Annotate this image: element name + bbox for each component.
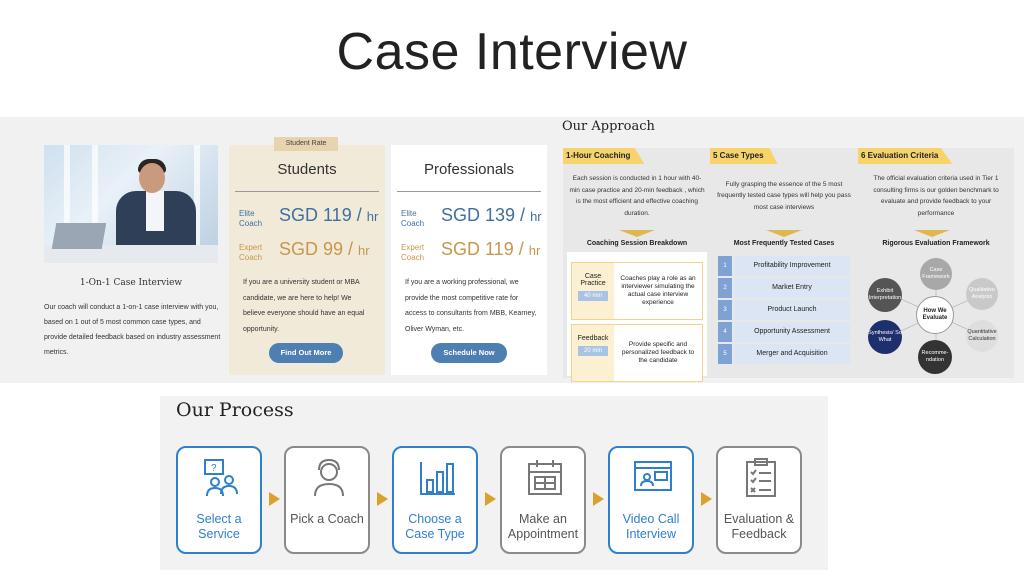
students-title: Students [277,161,337,178]
step-label: Evaluation & Feedback [723,512,795,541]
expert-coach-label: Expert Coach [401,243,425,262]
step-evaluation-feedback[interactable]: Evaluation & Feedback [716,446,802,554]
svg-text:?: ? [211,463,217,474]
divider [397,191,541,192]
elite-rate-row: Elite Coach SGD 119 / hr [239,205,385,235]
case-types-heading: Most Frequently Tested Cases [733,240,835,247]
calendar-icon [528,460,562,495]
coaching-heading: Coaching Session Breakdown [586,240,688,247]
evaluation-framework: Case Framework Qualitative Analysis Quan… [862,252,1010,376]
step-label: Select a Service [196,512,242,541]
process-title: Our Process [176,399,294,421]
process-section: Our Process ? Select a Service Pick a Co… [160,396,828,570]
professionals-description: If you are a working professional, we pr… [405,279,537,333]
down-arrow-icon [914,230,950,237]
step-video-call[interactable]: Video Call Interview [608,446,694,554]
step-choose-case-type[interactable]: Choose a Case Type [392,446,478,554]
framework-node: Exhibit Interpretation [868,278,902,312]
arrow-right-icon [593,492,604,506]
case-types-intro: Fully grasping the essence of the 5 most… [717,180,851,211]
bar-chart-icon [420,462,455,495]
case-types-tab: 5 Case Types [710,148,778,164]
elite-coach-label: Elite Coach [401,209,425,228]
expert-rate-row: Expert Coach SGD 99 / hr [239,239,385,269]
coach-icon [314,458,344,497]
expert-coach-label: Expert Coach [239,243,263,262]
feedback-row: Feedback 20 min Provide specific and pers… [571,324,703,382]
page-title: Case Interview [336,23,688,81]
expert-rate-row: Expert Coach SGD 119 / hr [401,239,547,269]
elite-coach-label: Elite Coach [239,209,263,228]
framework-node: Case Framework [920,258,952,290]
coaching-column: 1-Hour Coaching Each session is conducte… [563,148,711,382]
coaching-intro: Each session is conducted in 1 hour with… [569,175,705,217]
find-out-more-button[interactable]: Find Out More [269,343,343,363]
framework-node: Quantitative Calculation [966,320,998,352]
criteria-column: 6 Evaluation Criteria The official evalu… [858,148,1014,378]
criteria-heading: Rigorous Evaluation Framework [882,240,990,247]
students-description: If you are a university student or MBA c… [243,279,365,333]
step-make-appointment[interactable]: Make an Appointment [500,446,586,554]
framework-node: Qualitative Analysis [966,278,998,310]
schedule-now-button[interactable]: Schedule Now [431,343,507,363]
criteria-intro: The official evaluation criteria used in… [873,175,999,217]
select-service-icon: ? [204,459,238,497]
minutes-badge: 40 min [578,291,608,301]
step-label: Video Call Interview [622,512,680,541]
divider [235,191,379,192]
case-card-title: 1-On-1 Case Interview [79,278,183,288]
arrow-right-icon [701,492,712,506]
case-types-column: 5 Case Types Fully grasping the essence … [710,148,858,378]
minutes-badge: 20 min [578,346,608,356]
down-arrow-icon [619,230,655,237]
framework-node: Synthesis/ So What [868,320,902,354]
elite-rate-row: Elite Coach SGD 139 / hr [401,205,547,235]
professionals-pricing-card: Professionals Elite Coach SGD 139 / hr E… [391,145,547,375]
approach-title: Our Approach [562,119,655,134]
coach-photo [44,145,218,263]
expert-price: SGD 99 / hr [279,239,370,259]
step-pick-coach[interactable]: Pick a Coach [284,446,370,554]
students-pricing-card: Student Rate Students Elite Coach SGD 11… [229,137,385,375]
row-label: Feedback [577,335,609,342]
expert-price: SGD 119 / hr [441,239,541,259]
arrow-right-icon [269,492,280,506]
down-arrow-icon [766,230,802,237]
coaching-breakdown: Case Practice 40 min Coaches play a role … [567,252,707,382]
arrow-right-icon [377,492,388,506]
framework-center: How We Evaluate [916,296,954,334]
step-label: Choose a Case Type [405,512,465,541]
row-text: Provide specific and personalized feedba… [621,341,695,364]
student-rate-badge: Student Rate [274,137,338,151]
elite-price: SGD 119 / hr [279,205,379,225]
professionals-title: Professionals [423,161,515,178]
step-label: Pick a Coach [290,512,364,526]
row-label: Case Practice [580,273,606,287]
arrow-right-icon [485,492,496,506]
video-call-icon [634,461,672,491]
case-practice-row: Case Practice 40 min Coaches play a role … [571,262,703,320]
step-select-service[interactable]: ? Select a Service [176,446,262,554]
coaching-tab: 1-Hour Coaching [563,148,645,164]
checklist-icon [746,458,776,497]
step-label: Make an Appointment [507,512,579,541]
elite-price: SGD 139 / hr [441,205,542,225]
framework-node: Recomme-ndation [918,340,952,374]
criteria-tab: 6 Evaluation Criteria [858,148,953,164]
case-card-description: Our coach will conduct a 1-on-1 case int… [44,304,221,356]
row-text: Coaches play a role as an interviewer si… [620,275,696,306]
